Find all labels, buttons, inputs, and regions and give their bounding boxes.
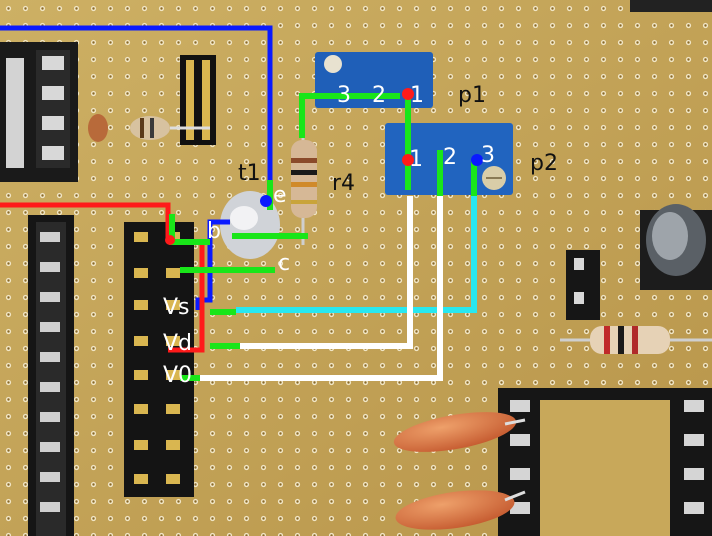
wire-green [169,93,477,381]
ceramic-capacitor-upper [393,412,526,452]
label-p1-pin3: 3 [337,83,351,108]
wire-red [0,202,205,353]
label-vs: Vs [163,295,190,320]
trimmer-p2 [385,123,513,195]
label-p1: p1 [458,83,486,108]
wire-white [200,196,443,381]
ic-socket-bottom-right [498,388,712,536]
pin-header-top [180,55,216,145]
label-p2-pin1: 1 [409,147,423,172]
label-v0: V0 [163,363,192,388]
label-emitter: e [273,183,287,208]
label-collector: c [278,251,290,276]
ceramic-capacitor-lower [395,490,526,530]
node-dot-base [165,235,175,245]
label-p2: p2 [530,151,558,176]
label-r4: r4 [332,171,355,196]
label-vd: Vd [163,331,192,356]
label-t1: t1 [238,161,261,186]
pin-header-middle [124,222,194,497]
label-p1-pin2: 2 [372,83,386,108]
electrolytic-capacitor [630,0,712,290]
label-base: b [207,219,221,244]
ic-socket-left [28,215,74,536]
label-p1-pin1: 1 [410,83,424,108]
wire-cyan [236,196,477,313]
node-dot-p1-pin1 [402,88,414,100]
label-p2-pin3: 3 [481,143,495,168]
ic-socket-top-left [0,42,78,182]
resistor-right [560,326,712,354]
pin-header-right [566,250,600,320]
node-dot-p2-pin1 [402,154,414,166]
transistor-t1 [220,191,280,259]
node-dot-p2-pin3 [471,154,483,166]
label-p2-pin2: 2 [443,145,457,170]
wire-blue [0,25,273,310]
resistor-small-top [88,114,210,142]
node-dot-t1-emitter [260,195,272,207]
